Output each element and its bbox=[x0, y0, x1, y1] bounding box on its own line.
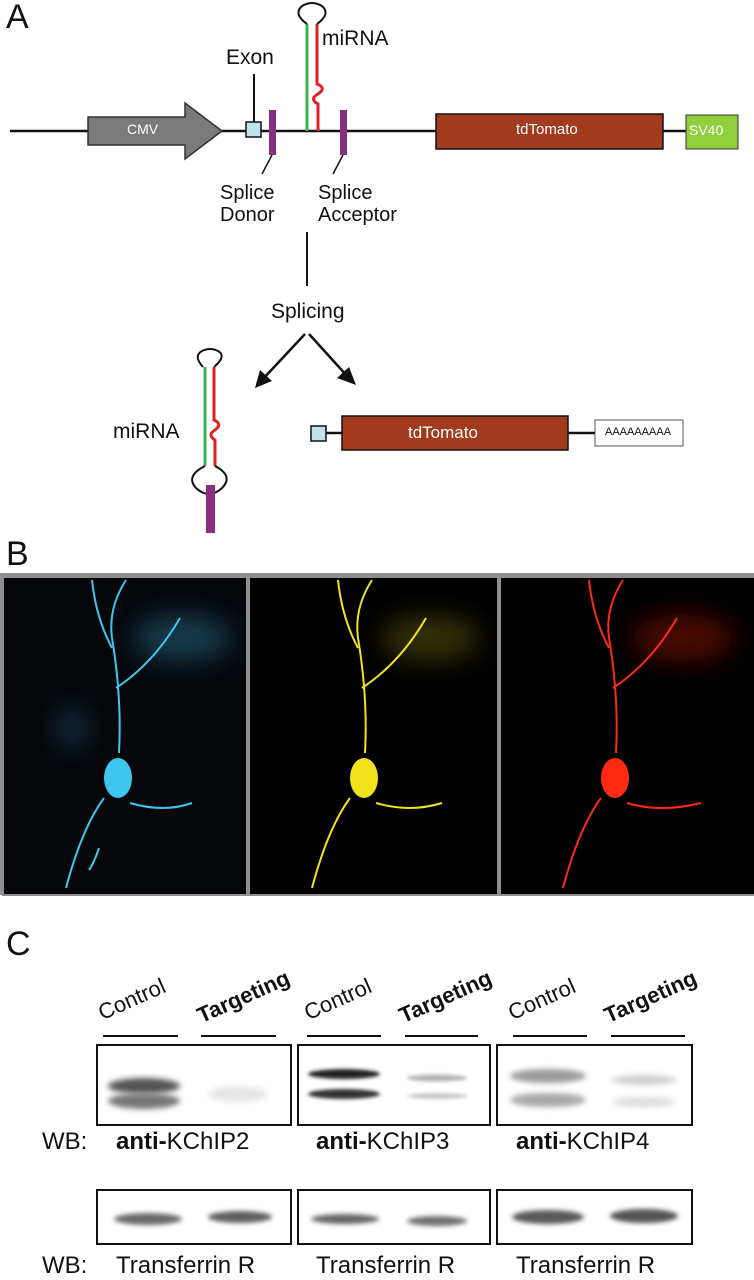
tdtomato-label: tdTomato bbox=[516, 121, 578, 138]
exon-label: Exon bbox=[226, 46, 274, 69]
sv40-label: SV40 bbox=[689, 122, 724, 138]
arrow-right-head bbox=[337, 367, 356, 385]
polya-tail-box bbox=[594, 419, 684, 447]
targeting-label-2: Targeting bbox=[395, 964, 496, 1028]
antibody-label-1: anti-KChIP2 bbox=[116, 1130, 249, 1154]
blot-transferrin-1 bbox=[96, 1189, 292, 1245]
splice-donor-mark bbox=[269, 110, 276, 155]
micrograph-yellow bbox=[248, 576, 499, 896]
loading-label-3: Transferrin R bbox=[516, 1252, 656, 1279]
antibody-name-2: KChIP3 bbox=[366, 1128, 450, 1155]
splicing-label: Splicing bbox=[271, 300, 345, 323]
micrograph-blue bbox=[2, 576, 248, 896]
cmv-label: CMV bbox=[127, 121, 159, 137]
blot-transferrin-2 bbox=[297, 1189, 491, 1245]
construct-diagram bbox=[10, 2, 739, 533]
tdtomato-box bbox=[435, 113, 664, 150]
antibody-prefix-3: anti- bbox=[516, 1128, 567, 1155]
antibody-name-3: KChIP4 bbox=[566, 1128, 650, 1155]
panel-a-letter: A bbox=[6, 0, 29, 36]
control-label-3: Control bbox=[504, 973, 580, 1025]
panel-c-letter: C bbox=[6, 925, 31, 963]
product-exon-box bbox=[310, 425, 327, 442]
product-mirna-red bbox=[209, 367, 221, 466]
blot-kchip4 bbox=[496, 1044, 693, 1126]
antibody-label-2: anti-KChIP3 bbox=[316, 1130, 449, 1154]
exon-box bbox=[245, 121, 262, 138]
blot-kchip2 bbox=[96, 1044, 292, 1126]
antibody-name-1: KChIP2 bbox=[166, 1128, 250, 1155]
product-splice-mark bbox=[206, 485, 215, 533]
targeting-label-3: Targeting bbox=[600, 964, 701, 1028]
splice-donor-label: Splice Donor bbox=[220, 182, 275, 226]
product-mirna-top-loop bbox=[196, 348, 223, 368]
loading-label-1: Transferrin R bbox=[116, 1252, 256, 1279]
micrograph-red bbox=[499, 576, 754, 896]
arrow-left-head bbox=[255, 370, 272, 388]
wb-label-top: WB: bbox=[42, 1128, 88, 1155]
control-label-2: Control bbox=[300, 973, 376, 1025]
antibody-prefix-2: anti- bbox=[316, 1128, 367, 1155]
polya-label: AAAAAAAAA bbox=[605, 426, 672, 438]
soma-yellow bbox=[350, 758, 378, 798]
cmv-promoter-arrow bbox=[87, 101, 224, 161]
wb-label-bottom: WB: bbox=[42, 1252, 88, 1279]
mirna-red-strand bbox=[312, 24, 324, 131]
loading-label-2: Transferrin R bbox=[316, 1252, 456, 1279]
blot-transferrin-3 bbox=[496, 1189, 693, 1245]
soma-blue bbox=[104, 758, 132, 798]
mirna-label: miRNA bbox=[322, 27, 389, 50]
blot-kchip3 bbox=[297, 1044, 491, 1126]
splice-acceptor-mark bbox=[340, 110, 347, 155]
panel-b-letter: B bbox=[6, 535, 29, 573]
product-mirna-label: miRNA bbox=[113, 420, 180, 443]
control-label-1: Control bbox=[94, 973, 170, 1025]
sv40-box bbox=[685, 114, 739, 150]
mirna-loop bbox=[297, 2, 327, 25]
targeting-label-1: Targeting bbox=[193, 964, 294, 1028]
lane-underlines bbox=[103, 1035, 685, 1037]
antibody-prefix-1: anti- bbox=[116, 1128, 167, 1155]
product-tdtomato-label: tdTomato bbox=[408, 423, 478, 442]
soma-red bbox=[601, 758, 629, 798]
antibody-label-3: anti-KChIP4 bbox=[516, 1130, 649, 1154]
splice-acceptor-label: Splice Acceptor bbox=[318, 182, 397, 226]
